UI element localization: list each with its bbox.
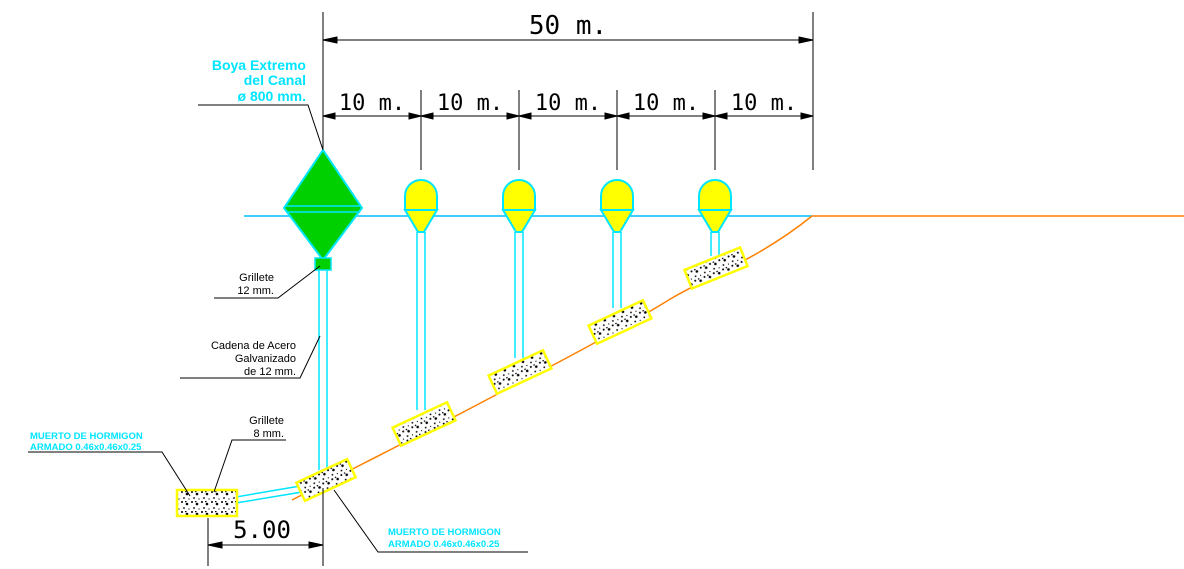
anchor-bottom-line1: MUERTO DE HORMIGON bbox=[388, 527, 501, 538]
marker-buoy-2 bbox=[501, 179, 537, 358]
buoy-title-line3: ø 800 mm. bbox=[238, 88, 306, 104]
shackle-top-line1: Grillete bbox=[239, 272, 274, 284]
shackle-bottom-callout: Grillete 8 mm. bbox=[213, 415, 286, 493]
segment-label-4: 10 m. bbox=[633, 91, 699, 116]
buoy-title-line1: Boya Extremo bbox=[212, 57, 306, 73]
anchor-block-3 bbox=[586, 298, 654, 346]
dimension-50m bbox=[322, 12, 814, 170]
anchor-block-main bbox=[294, 457, 358, 503]
shackle-bottom-line1: Grillete bbox=[249, 415, 284, 427]
segment-label-1: 10 m. bbox=[339, 91, 405, 116]
marker-buoy-4 bbox=[697, 179, 733, 256]
anchor-left-line1: MUERTO DE HORMIGON bbox=[30, 431, 143, 442]
dimension-total-label: 50 m. bbox=[529, 11, 607, 41]
buoy-title-line2: del Canal bbox=[244, 72, 306, 88]
segment-label-2: 10 m. bbox=[437, 91, 503, 116]
anchor-block-4 bbox=[682, 245, 750, 291]
anchor-left-callout: MUERTO DE HORMIGON ARMADO 0.46x0.46x0.25 bbox=[28, 431, 191, 497]
marker-buoy-3 bbox=[599, 179, 635, 308]
anchor-bottom-callout: MUERTO DE HORMIGON ARMADO 0.46x0.46x0.25 bbox=[333, 489, 528, 553]
anchor-block-left bbox=[175, 488, 239, 518]
anchor-block-1 bbox=[390, 400, 458, 448]
chain-line3: de 12 mm. bbox=[244, 366, 296, 378]
dimension-5m bbox=[207, 488, 324, 566]
dimension-offset-label: 5.00 bbox=[233, 516, 291, 544]
shackle-top-callout: Grillete 12 mm. bbox=[214, 265, 321, 299]
chain-line2: Galvanizado bbox=[235, 353, 296, 365]
main-chain bbox=[235, 270, 328, 504]
chain-callout: Cadena de Acero Galvanizado de 12 mm. bbox=[180, 335, 321, 379]
anchor-left-line2: ARMADO 0.46x0.46x0.25 bbox=[30, 442, 142, 453]
main-buoy bbox=[282, 148, 364, 271]
segment-label-3: 10 m. bbox=[535, 91, 601, 116]
chain-line1: Cadena de Acero bbox=[211, 340, 296, 352]
shackle-bottom-line2: 8 mm. bbox=[253, 428, 284, 440]
buoy-title: Boya Extremo del Canal ø 800 mm. bbox=[198, 57, 324, 151]
shackle-top-line2: 12 mm. bbox=[237, 285, 274, 297]
marker-buoy-1 bbox=[403, 179, 439, 410]
anchor-block-2 bbox=[486, 348, 554, 396]
segment-label-5: 10 m. bbox=[731, 91, 797, 116]
anchor-bottom-line2: ARMADO 0.46x0.46x0.25 bbox=[388, 539, 500, 550]
dimension-10m-segments bbox=[322, 90, 814, 170]
